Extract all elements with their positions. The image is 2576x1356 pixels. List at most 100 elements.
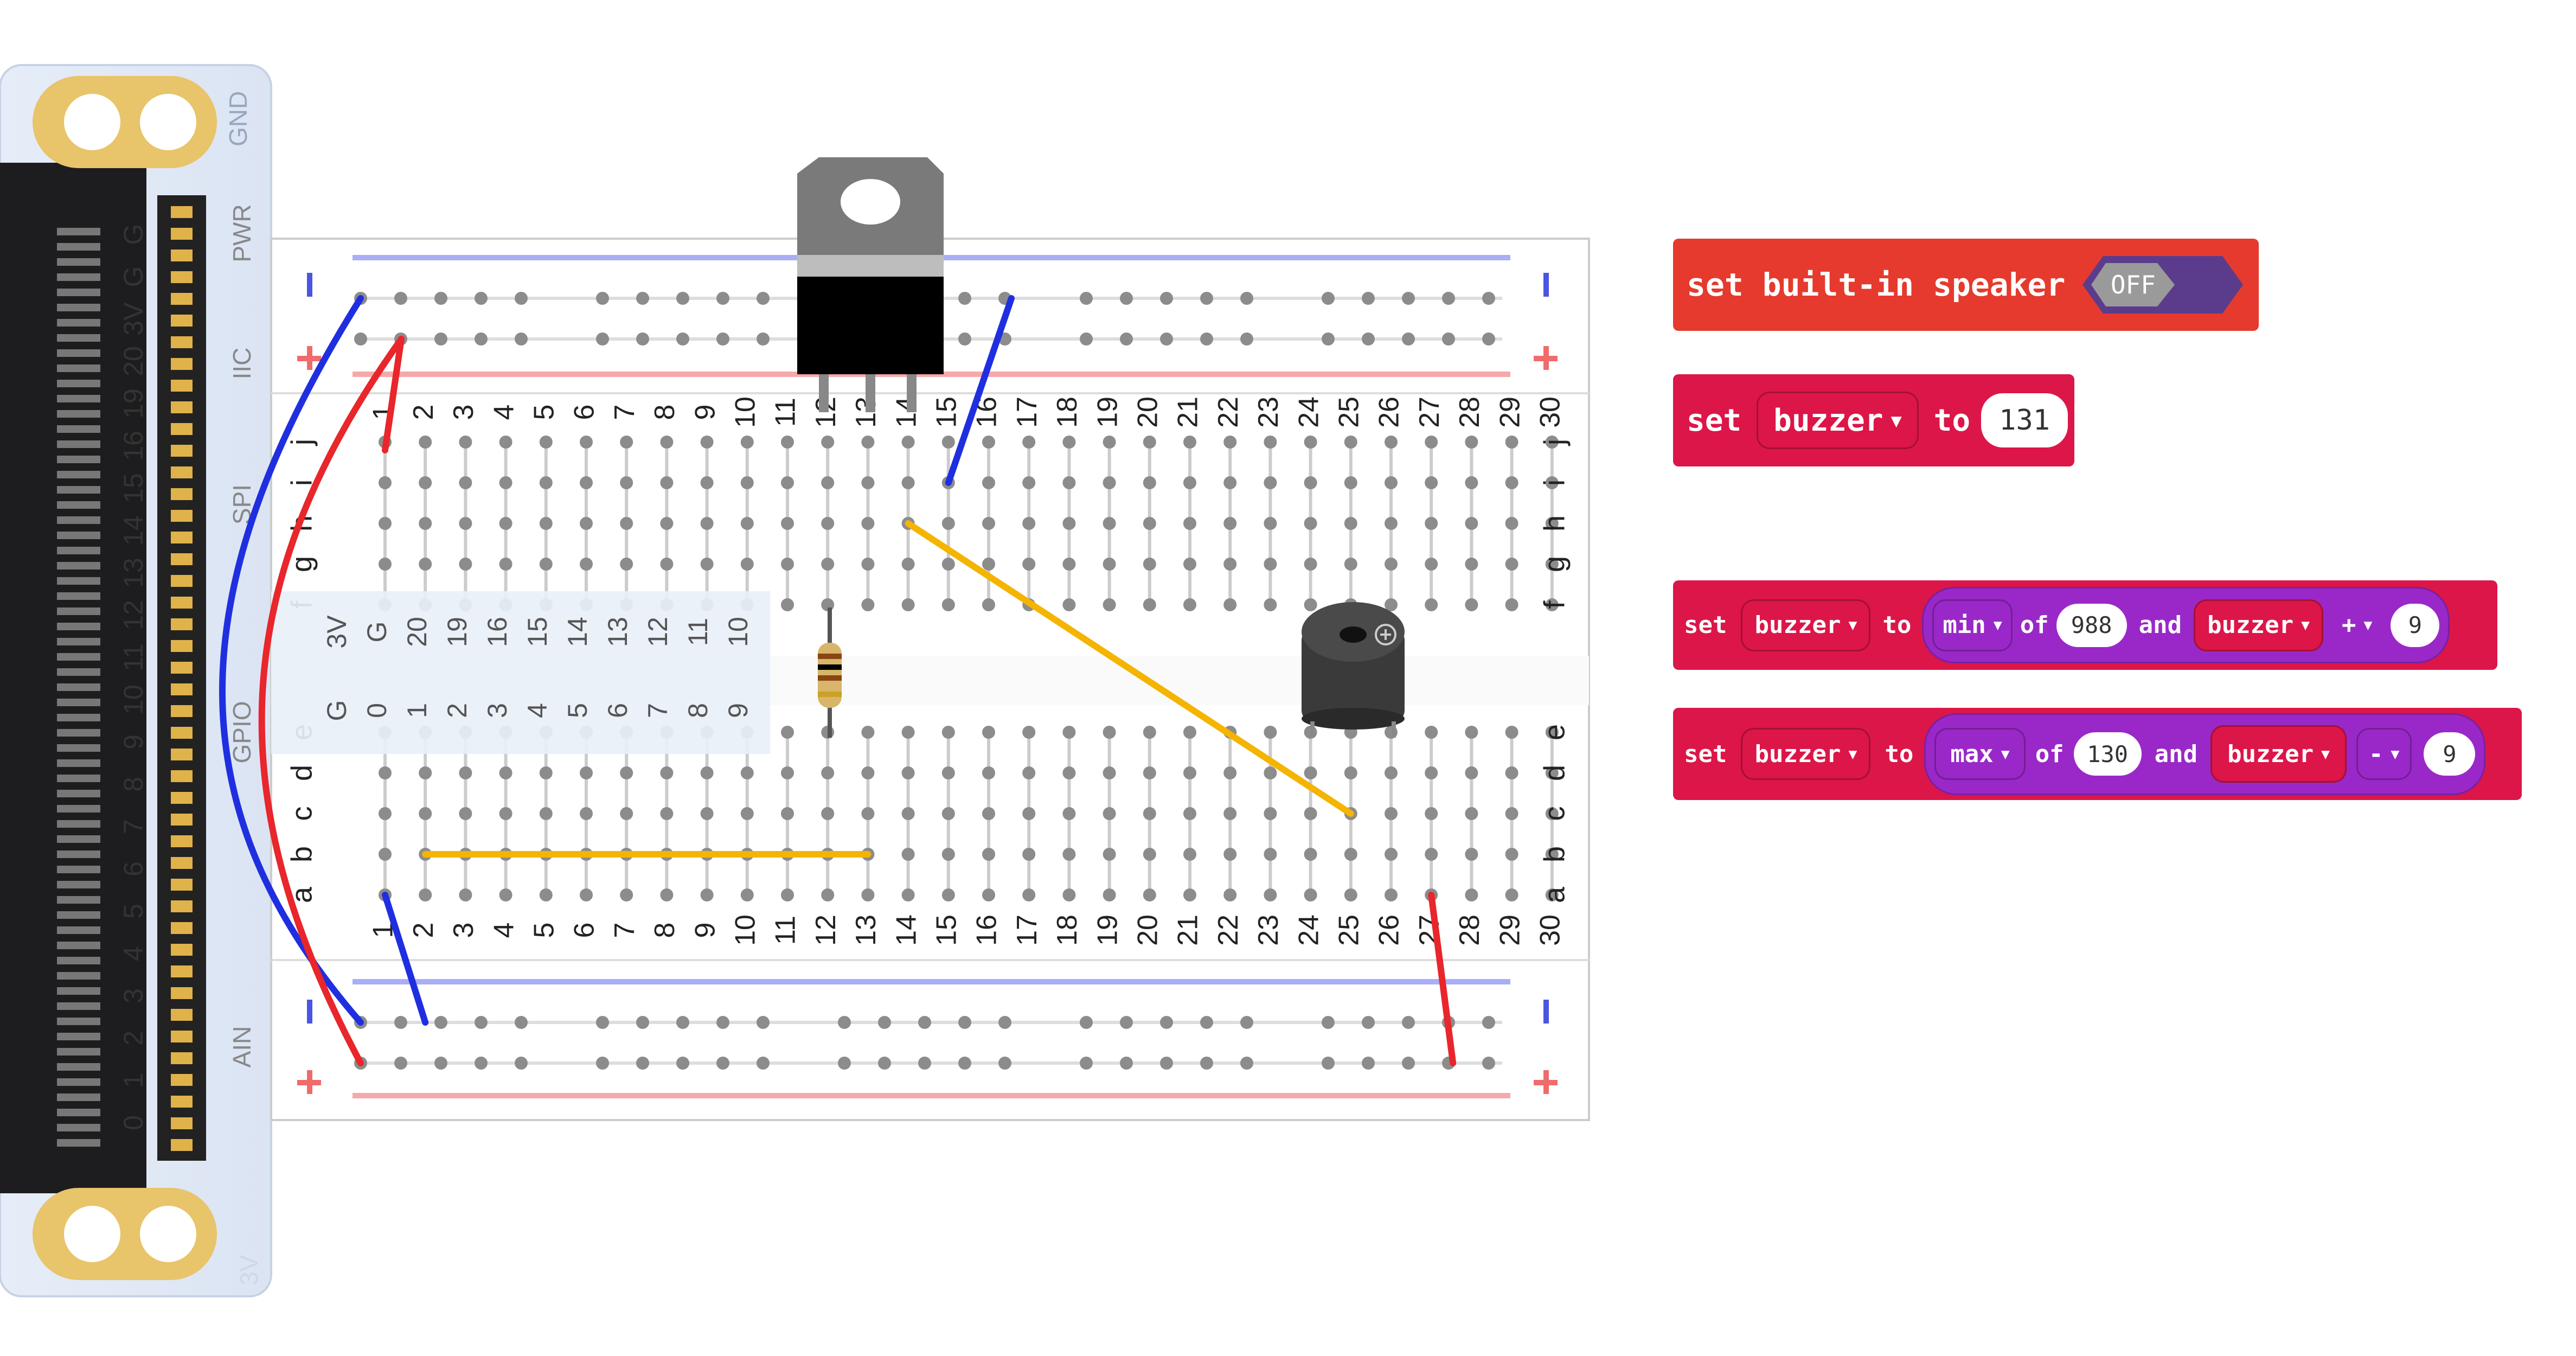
- rail-hole: [716, 292, 729, 305]
- math-max-block[interactable]: max▼ of 130 and buzzer▼ -▼ 9: [1924, 713, 2486, 795]
- row-label: g: [1538, 556, 1571, 572]
- dropdown-arrow-icon: ▼: [2363, 617, 2373, 634]
- hole: [1183, 436, 1196, 449]
- hole: [1183, 476, 1196, 489]
- function-dropdown[interactable]: min▼: [1932, 599, 2013, 651]
- hole: [1304, 848, 1317, 861]
- block-to-label: to: [1885, 740, 1914, 768]
- function-name: min: [1943, 611, 1986, 639]
- header-pin: [171, 1074, 193, 1086]
- block-set-buzzer-min[interactable]: set buzzer▼ to min▼ of 988 and buzzer▼ +…: [1673, 580, 2497, 670]
- operator: -: [2369, 740, 2383, 768]
- header-pin: [171, 423, 193, 435]
- block-set-speaker-label: set built-in speaker: [1687, 266, 2066, 303]
- header-pin: [171, 466, 193, 478]
- variable-dropdown[interactable]: buzzer▼: [2194, 599, 2323, 651]
- hole: [740, 807, 754, 820]
- hole: [660, 558, 674, 571]
- connector-tooth: [57, 1139, 100, 1147]
- hole: [1385, 888, 1398, 901]
- speaker-toggle[interactable]: OFF: [2081, 255, 2244, 315]
- operator-dropdown[interactable]: +▼: [2333, 600, 2381, 650]
- hole: [539, 558, 553, 571]
- header-pin: [171, 705, 193, 717]
- hole: [861, 807, 875, 820]
- block-set-speaker[interactable]: set built-in speaker OFF: [1673, 239, 2259, 331]
- rail-hole: [434, 1057, 447, 1070]
- hole: [901, 888, 915, 901]
- connector-tooth: [57, 1063, 100, 1071]
- board-pin-label: 13: [118, 558, 149, 588]
- rail-hole: [1402, 1016, 1415, 1029]
- board-pin-label: 10: [118, 685, 149, 715]
- connector-tooth: [57, 638, 100, 645]
- overlay-label: 13: [603, 617, 633, 647]
- hole: [1062, 726, 1076, 739]
- column-label: 14: [890, 396, 922, 428]
- hole: [1143, 598, 1156, 611]
- connector-tooth: [57, 911, 100, 919]
- resistor: [818, 607, 842, 738]
- hole: [1264, 558, 1277, 571]
- wire-blue-bottom: [382, 892, 429, 1026]
- hole: [1465, 726, 1478, 739]
- wire-blue-left-outer: [219, 295, 364, 1026]
- column-label: 30: [1535, 396, 1566, 428]
- connector-tooth: [57, 501, 100, 509]
- hole: [1103, 558, 1116, 571]
- block-set-buzzer-max[interactable]: set buzzer▼ to max▼ of 130 and buzzer▼ -…: [1673, 708, 2522, 800]
- function-dropdown[interactable]: max▼: [1934, 728, 2026, 780]
- variable-dropdown[interactable]: buzzer▼: [1741, 599, 1871, 651]
- hole: [1545, 476, 1559, 489]
- hole: [419, 517, 432, 530]
- hole: [1545, 807, 1559, 820]
- hole: [1425, 848, 1438, 861]
- row-label: c: [1538, 807, 1571, 821]
- row-label: h: [1538, 515, 1571, 532]
- rail-hole: [1322, 1016, 1335, 1029]
- number-input[interactable]: 9: [2391, 603, 2440, 647]
- hole: [1385, 807, 1398, 820]
- board-pin-label: 15: [118, 473, 149, 503]
- hole: [379, 766, 392, 779]
- number-input[interactable]: 988: [2056, 603, 2127, 647]
- header-pin: [171, 380, 193, 392]
- block-set-buzzer[interactable]: set buzzer▼ to 131: [1673, 374, 2074, 466]
- operator-dropdown[interactable]: -▼: [2356, 728, 2412, 780]
- row-label: j: [1538, 439, 1571, 446]
- hole: [1022, 888, 1036, 901]
- board-pin-label: 2: [118, 1031, 149, 1046]
- hole: [740, 766, 754, 779]
- hole: [1264, 848, 1277, 861]
- hole: [1062, 888, 1076, 901]
- rail-hole: [1160, 1057, 1173, 1070]
- 3v-label: 3V: [235, 1255, 263, 1285]
- connector-tooth: [57, 805, 100, 813]
- connector-tooth: [57, 1124, 100, 1131]
- column-label: 23: [1253, 396, 1284, 428]
- number-input[interactable]: 9: [2424, 732, 2476, 776]
- variable-dropdown[interactable]: buzzer▼: [2210, 725, 2347, 783]
- variable-dropdown[interactable]: buzzer▼: [1757, 392, 1919, 449]
- hole: [1183, 558, 1196, 571]
- column-label: 25: [1334, 396, 1365, 428]
- column-label: 21: [1172, 396, 1204, 428]
- variable-dropdown[interactable]: buzzer▼: [1741, 728, 1871, 780]
- hole: [1425, 517, 1438, 530]
- rail-hole: [1362, 292, 1375, 305]
- number-input[interactable]: 131: [1981, 393, 2068, 447]
- hole: [1425, 436, 1438, 449]
- number-input[interactable]: 130: [2073, 732, 2142, 776]
- connector-tooth: [57, 714, 100, 721]
- hole: [1505, 807, 1518, 820]
- math-min-block[interactable]: min▼ of 988 and buzzer▼ +▼ 9: [1922, 587, 2450, 663]
- header-pin: [171, 358, 193, 370]
- hole: [1465, 598, 1478, 611]
- header-pin: [171, 662, 193, 674]
- hole: [1143, 766, 1156, 779]
- hole: [861, 888, 875, 901]
- hole: [1183, 598, 1196, 611]
- header-pin: [171, 792, 193, 804]
- header-pin: [171, 727, 193, 739]
- hole: [1062, 476, 1076, 489]
